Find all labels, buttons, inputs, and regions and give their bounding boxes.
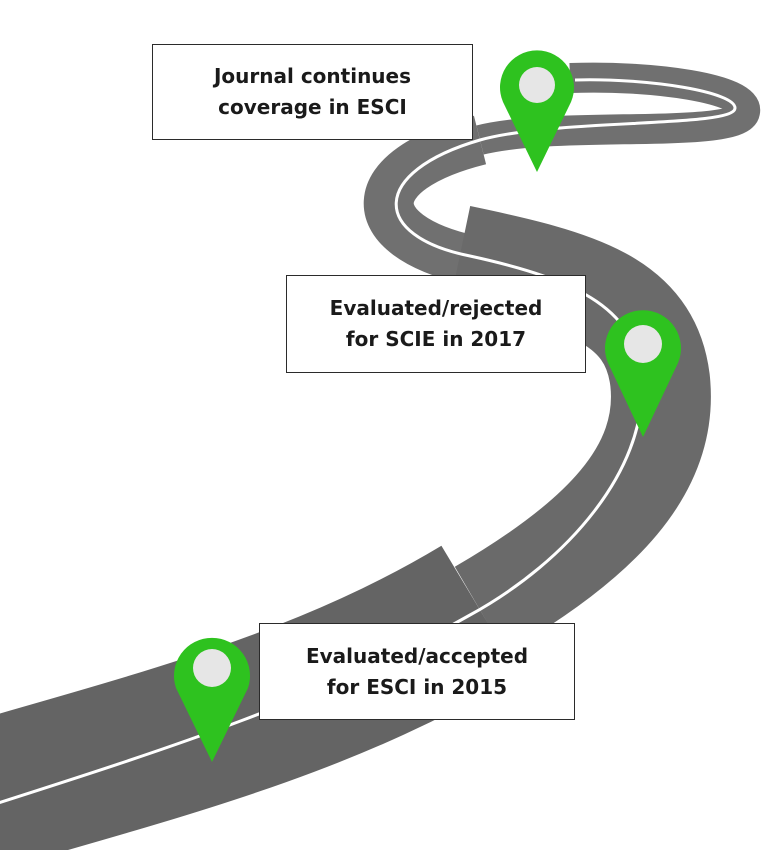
map-pin-icon [174,637,250,762]
milestone-label-line: Evaluated/rejected [329,296,543,320]
map-pin-icon [605,310,681,437]
milestone-label-continues: Journal continues coverage in ESCI [152,44,473,140]
road-far [476,62,760,155]
milestone-label-accepted: Evaluated/accepted for ESCI in 2015 [259,623,575,720]
milestone-label-line: Evaluated/accepted [305,643,529,668]
milestone-label-rejected: Evaluated/rejected for SCIE in 2017 [286,275,586,373]
milestone-label-line: Journal continues [213,64,412,88]
milestone-label-line: for SCIE in 2017 [345,327,527,351]
map-pin-icon [500,50,574,172]
road-upper [363,115,487,285]
milestone-label-line: for ESCI in 2015 [326,674,508,699]
milestone-label-line: coverage in ESCI [218,95,407,119]
